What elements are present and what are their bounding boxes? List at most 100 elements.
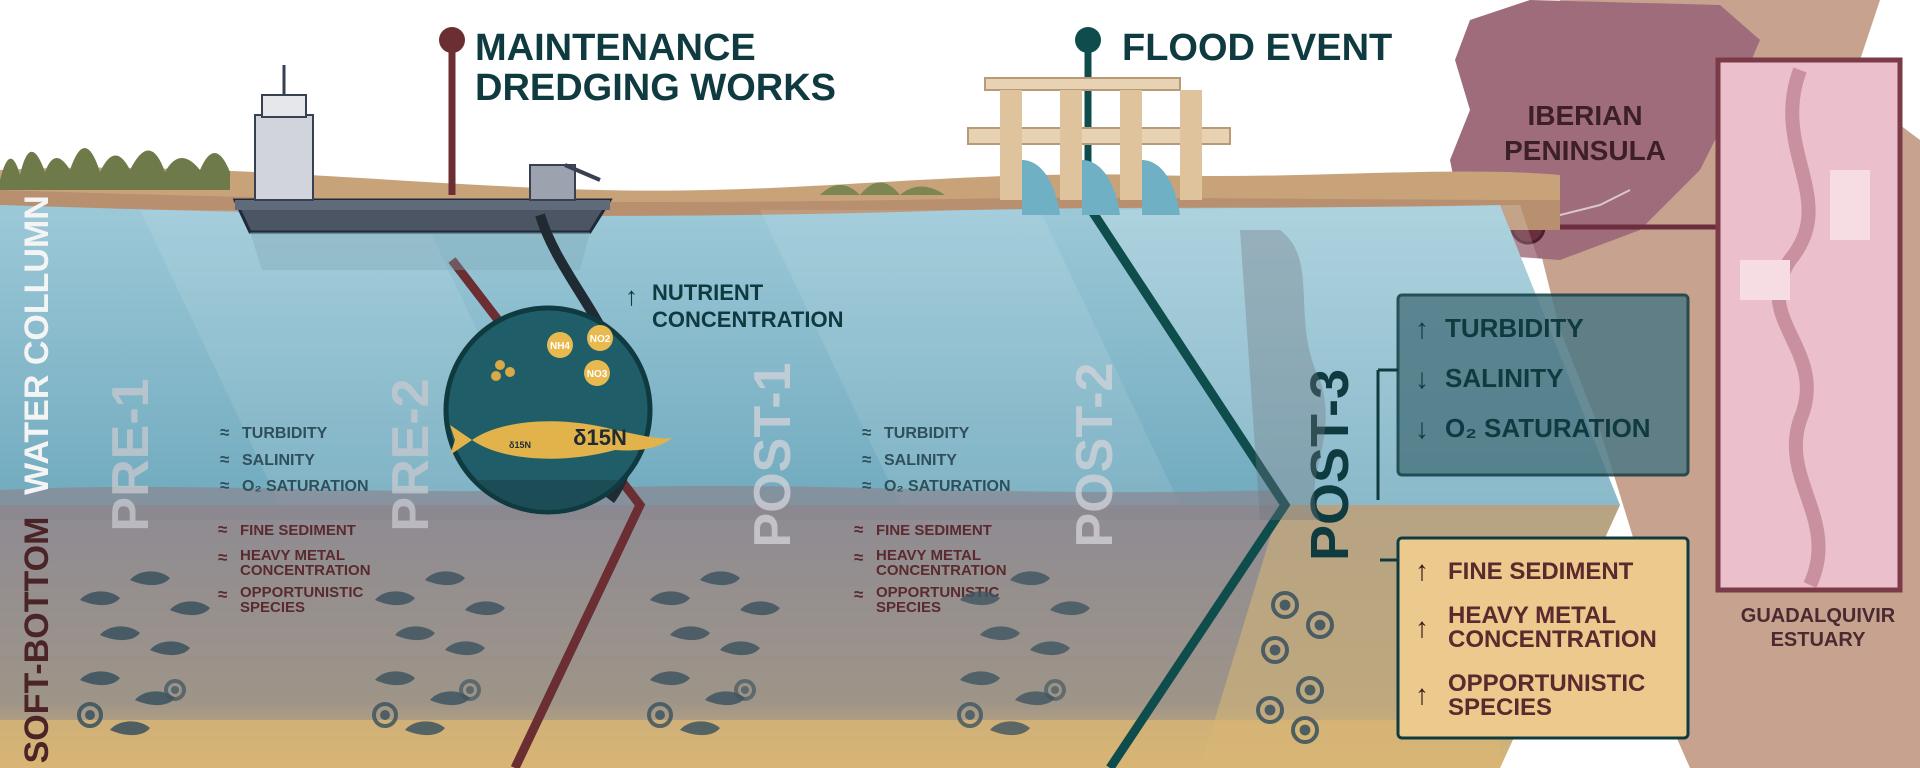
amphipod-icon	[110, 721, 150, 736]
amphipod-icon	[130, 571, 170, 586]
amphipod-icon	[960, 671, 1000, 686]
amphipod-icon	[990, 721, 1030, 736]
amphipod-icon	[170, 601, 210, 616]
label-line: OPPORTUNISTIC	[1448, 670, 1645, 697]
amphipod-icon	[80, 671, 120, 686]
snail-icon	[1261, 636, 1289, 664]
molecule-label-nh4: NH4	[550, 341, 570, 352]
post3-turbidity: TURBIDITY	[1445, 313, 1584, 343]
approx-symbol: ≈	[218, 520, 227, 539]
post-o2: O₂ SATURATION	[884, 478, 1011, 495]
amphipod-icon	[135, 691, 175, 706]
post-salinity: SALINITY	[884, 452, 957, 469]
snail-icon	[1296, 676, 1324, 704]
turbid-plume	[1240, 230, 1326, 520]
pre-fine-sediment: FINE SEDIMENT	[240, 522, 356, 539]
amphipod-icon	[1050, 601, 1090, 616]
map-panel: IBERIAN PENINSULA GUADALQUIVIR ESTUARY	[1450, 0, 1920, 768]
dredging-title-line1: MAINTENANCE	[475, 27, 756, 69]
isotope-label-small: δ15N	[509, 440, 531, 450]
pre-turbidity: TURBIDITY	[242, 425, 328, 442]
amphipod-icon	[740, 601, 780, 616]
label-line: SPECIES	[876, 599, 941, 616]
approx-symbol: ≈	[854, 520, 863, 539]
snail-icon	[1044, 679, 1066, 701]
amphipod-icon	[405, 721, 445, 736]
approx-symbol: ≈	[862, 423, 871, 442]
period-post1: POST-1	[744, 363, 802, 548]
approx-symbol: ≈	[218, 585, 227, 604]
pre-o2: O₂ SATURATION	[242, 478, 369, 495]
post3-arrow-sediment: ↑	[1415, 555, 1429, 586]
amphipod-icon	[80, 591, 120, 606]
peninsula-label-line1: IBERIAN	[1527, 100, 1642, 131]
soft-bottom	[0, 505, 1620, 768]
post3-arrow-species: ↑	[1415, 679, 1429, 710]
amphipod-icon	[465, 601, 505, 616]
label-line: HEAVY METAL	[1448, 602, 1616, 629]
amphipod-icon	[445, 641, 485, 656]
flood-title: FLOOD EVENT	[1122, 27, 1392, 69]
post3-arrow-salinity: ↓	[1415, 363, 1429, 394]
period-pre2: PRE-2	[382, 378, 440, 531]
nutrient-arrow: ↑	[625, 281, 638, 311]
guadalquivir-river	[1771, 67, 1826, 588]
label-line: CONCENTRATION	[240, 562, 371, 579]
period-post3: POST-3	[1300, 369, 1360, 561]
nutrient-label-line2: CONCENTRATION	[652, 307, 843, 332]
period-pre1: PRE-1	[102, 378, 160, 531]
post3-arrow-metal: ↑	[1415, 612, 1429, 643]
peninsula-label-line2: PENINSULA	[1504, 135, 1666, 166]
approx-symbol: ≈	[862, 450, 871, 469]
approx-symbol: ≈	[862, 476, 871, 495]
estuary-label-line1: GUADALQUIVIR	[1741, 605, 1896, 627]
snail-icon	[77, 702, 103, 728]
snail-icon	[1306, 611, 1334, 639]
approx-symbol: ≈	[220, 450, 229, 469]
amphipod-icon	[375, 591, 415, 606]
molecule-label-no3: NO3	[587, 369, 608, 380]
label-line: HEAVY METAL	[240, 547, 345, 564]
pre-water-params: ≈ TURBIDITY ≈ SALINITY ≈ O₂ SATURATION	[220, 423, 369, 495]
approx-symbol: ≈	[218, 548, 227, 567]
amphipod-icon	[720, 641, 760, 656]
amphipod-icon	[150, 641, 190, 656]
amphipod-icon	[1010, 571, 1050, 586]
dredging-title-line2: DREDGING WORKS	[475, 67, 836, 109]
water-column	[0, 205, 1620, 520]
snail-icon	[459, 679, 481, 701]
post3-fine-sediment: FINE SEDIMENT	[1448, 558, 1634, 585]
isotope-label-large: δ15N	[573, 425, 627, 450]
post3-arrow-turbidity: ↑	[1415, 313, 1429, 344]
post3-salinity: SALINITY	[1445, 363, 1563, 393]
benthic-organisms	[77, 571, 1334, 744]
snail-icon	[957, 702, 983, 728]
amphipod-icon	[700, 571, 740, 586]
pre-salinity: SALINITY	[242, 452, 315, 469]
snail-icon	[734, 679, 756, 701]
amphipod-icon	[425, 571, 465, 586]
snail-icon	[1256, 696, 1284, 724]
dam-icon	[967, 77, 1231, 215]
amphipod-icon	[705, 691, 745, 706]
nutrient-label-line1: NUTRIENT	[652, 280, 764, 305]
post-fine-sediment: FINE SEDIMENT	[876, 522, 992, 539]
label-line: HEAVY METAL	[876, 547, 981, 564]
molecule-label-no2: NO2	[590, 334, 611, 345]
molecule-no3	[584, 360, 610, 386]
post3-arrow-o2: ↓	[1415, 413, 1429, 444]
amphipod-icon	[960, 591, 1000, 606]
label-line: CONCENTRATION	[1448, 626, 1657, 653]
post-turbidity: TURBIDITY	[884, 425, 970, 442]
post3-water-box: ↑ TURBIDITY ↓ SALINITY ↓ O₂ SATURATION	[1396, 293, 1690, 477]
amphipod-icon	[375, 671, 415, 686]
approx-symbol: ≈	[220, 423, 229, 442]
amphipod-icon	[650, 591, 690, 606]
amphipod-icon	[650, 671, 690, 686]
amphipod-icon	[100, 626, 140, 641]
